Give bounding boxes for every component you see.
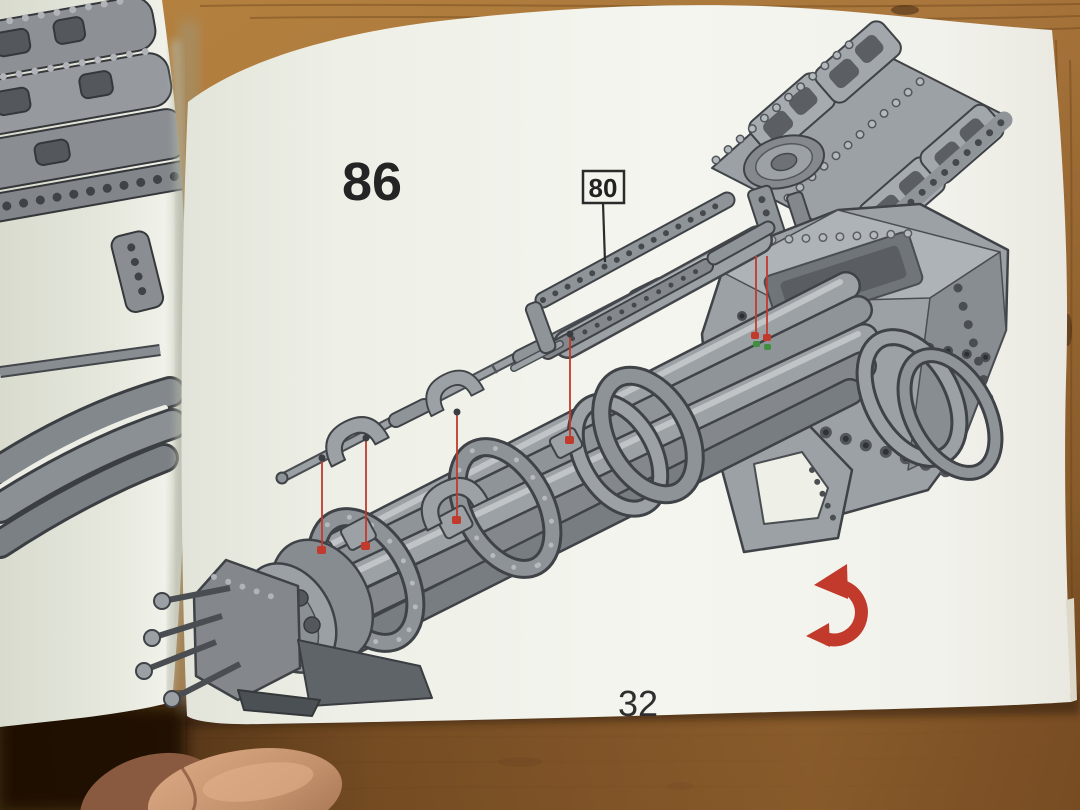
barrel-clamp-rings [566,328,1004,518]
top-panel-assembly [711,20,1013,251]
page-number: 32 [618,683,658,724]
arch-clips [325,369,489,532]
left-model-axle [0,346,161,376]
under-pages-edge [1066,598,1077,702]
left-model-beam [110,230,165,314]
left-model-tubes [0,376,187,559]
part-callout-box [581,169,626,205]
red-marker-pieces [317,332,771,554]
thumb-crease [180,767,197,810]
left-page-illustration [0,0,187,559]
muzzle-dark-plate [297,639,433,707]
left-model-panels [0,0,187,225]
linkage-assembly-80 [510,191,776,372]
left-page [0,0,187,727]
thumb [80,748,343,810]
rotate-model-icon [806,564,868,647]
green-marker-pieces [753,341,771,350]
muzzle-assembly [135,538,433,717]
turntable-piece [742,134,826,190]
axle-pin-tops [318,330,574,462]
step-header: 86 [342,152,402,212]
step-number: 86 [342,152,402,212]
ball-pin-ends [135,592,181,708]
part-callout-number: 80 [589,173,618,203]
ball-pins [148,585,242,699]
main-illustration [135,20,1013,717]
part-callout: 80 [581,169,626,205]
red-guide-lines [321,202,768,548]
